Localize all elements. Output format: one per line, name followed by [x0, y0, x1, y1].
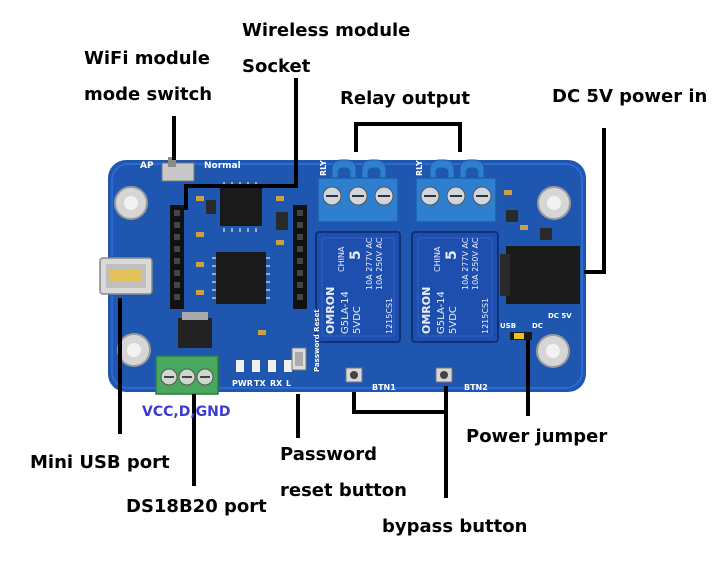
callout-password-reset-line1: Password [280, 444, 378, 465]
status-leds [236, 360, 292, 372]
relay2-terminal-block [415, 159, 497, 223]
callout-wifi-switch-line2: mode switch [84, 84, 213, 105]
silk-rly2: RLY2 [415, 155, 424, 176]
relay-2-rating2: 10A 250V AC [471, 237, 480, 290]
callout-wifi-switch-line1: WiFi module [84, 48, 210, 69]
callout-ds18b20: DS18B20 port [126, 496, 267, 517]
relay-2-markings: OMRON G5LA-14 5VDC 10A 277V AC 10A 250V … [420, 237, 490, 334]
relay1-terminal-block [317, 159, 399, 223]
callout-bypass: bypass button [382, 516, 528, 537]
ds18b20-terminal-block [155, 355, 219, 395]
silk-rly1: RLY1 [319, 154, 328, 176]
mode-switch [161, 157, 195, 182]
relay-1-code: 1215CS1 [385, 298, 394, 334]
microcontroller-chip [220, 182, 262, 232]
silk-l: L [286, 379, 291, 388]
leader-lines [118, 78, 606, 498]
mini-usb-connector [99, 257, 153, 295]
silk-rx: RX [270, 379, 283, 388]
relay-1-china: CHINA [337, 246, 346, 272]
relay-2-china: CHINA [433, 246, 442, 272]
silk-normal: Normal [204, 161, 241, 171]
callout-relay-output: Relay output [340, 88, 470, 109]
silk-pwr: PWR [232, 379, 253, 388]
silk-dc: DC [532, 322, 543, 330]
callout-dc-power: DC 5V power in [552, 86, 708, 107]
silk-password-reset: Password Reset [313, 309, 321, 372]
silk-dc5v: DC 5V [548, 312, 572, 320]
mounting-hole-bottom-left [117, 333, 151, 367]
relay-2-model: G5LA-14 [436, 291, 447, 334]
terminal-pin-label: VCC,D,GND [142, 404, 231, 420]
mounting-hole-top-left [114, 186, 148, 220]
silk-btn1: BTN1 [372, 383, 396, 392]
relay-1-brand: OMRON [324, 287, 337, 334]
relay-2 [411, 231, 499, 343]
silk-tx: TX [254, 379, 266, 388]
relay-1-rating1: 10A 277V AC [365, 237, 374, 290]
mounting-hole-bottom-right [536, 334, 570, 368]
wireless-socket-left [170, 205, 184, 309]
bypass-button-2 [435, 367, 453, 383]
mounting-hole-top-right [537, 186, 571, 220]
callout-wireless-socket-line2: Socket [242, 56, 311, 77]
leader-bypass [352, 392, 448, 498]
callout-wireless-socket-line1: Wireless module [242, 20, 411, 41]
relay-1-model: G5LA-14 [340, 291, 351, 334]
leader-wireless-socket [184, 78, 298, 210]
usb-serial-chip [212, 252, 270, 304]
relay-1-coil: 5VDC [352, 306, 363, 334]
callout-password-reset-line2: reset button [280, 480, 407, 501]
relay-2-coil: 5VDC [448, 306, 459, 334]
relay-1-markings: OMRON G5LA-14 5VDC 10A 277V AC 10A 250V … [324, 237, 394, 334]
callout-power-jumper: Power jumper [466, 426, 608, 447]
relay-1-number: 5 [348, 250, 364, 260]
relay-2-code: 1215CS1 [481, 298, 490, 334]
voltage-regulator [178, 312, 212, 348]
relay-1 [315, 231, 401, 343]
bypass-button-1 [345, 367, 363, 383]
relay-1-rating2: 10A 250V AC [375, 237, 384, 290]
password-reset-switch [291, 347, 307, 371]
relay-2-rating1: 10A 277V AC [461, 237, 470, 290]
wireless-socket-right [293, 205, 307, 309]
silk-btn2: BTN2 [464, 383, 488, 392]
relay-2-brand: OMRON [420, 287, 433, 334]
dc-power-jack [500, 246, 580, 304]
power-jumper [510, 332, 532, 340]
silk-ap: AP [140, 161, 154, 171]
silk-usb: USB [500, 322, 516, 330]
leader-relay-output [354, 122, 462, 152]
leader-dc-power [584, 128, 606, 274]
callout-mini-usb: Mini USB port [30, 452, 170, 473]
relay-2-number: 5 [444, 250, 460, 260]
